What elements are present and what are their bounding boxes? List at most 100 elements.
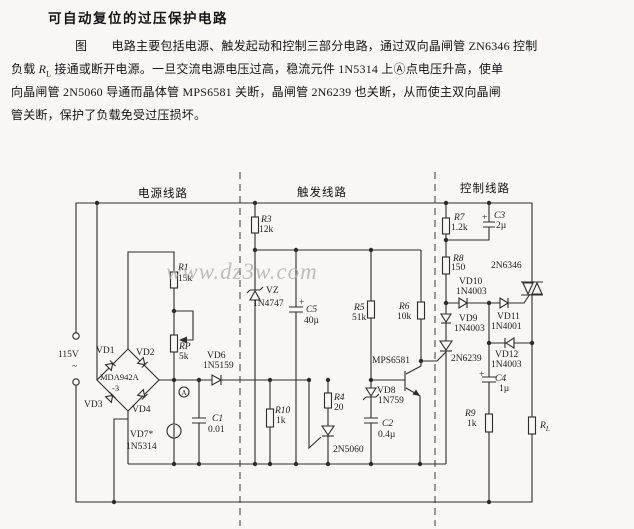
paragraph-line-2-a: 负载: [11, 62, 39, 76]
section-label-trigger: 触发线路: [297, 185, 347, 199]
label-r4-name: R4: [333, 393, 345, 403]
label-c3-plus: +: [482, 213, 487, 223]
label-c5-value: 40µ: [304, 316, 320, 326]
transistor-mps6581: MPS6581: [371, 356, 422, 464]
label-vd11-name: VD11: [497, 312, 520, 322]
label-triac: 2N6346: [491, 261, 522, 271]
triac-2n6346: 2N6346: [491, 261, 543, 417]
label-vd3: VD3: [84, 400, 103, 410]
label-r6-name: R6: [398, 302, 410, 312]
label-rl-name: R: [539, 421, 546, 431]
label-r6-value: 10k: [397, 312, 412, 322]
load-symbol: R: [38, 62, 47, 76]
label-rp-name: RP: [178, 342, 191, 352]
scr-2n5060: R4 20 2N5060: [308, 380, 364, 464]
label-c2-name: C2: [382, 419, 393, 429]
label-c2-value: 0.4µ: [378, 430, 396, 440]
label-r10-name: R10: [274, 406, 291, 416]
label-c3-value: 2µ: [496, 221, 507, 231]
label-rl-sub: L: [545, 425, 550, 433]
label-vd2: VD2: [136, 348, 155, 358]
label-r3-name: R3: [260, 215, 272, 225]
label-vz-value: 1N4747: [253, 299, 284, 309]
ac-symbol: ~: [72, 362, 77, 372]
label-c4-plus: +: [479, 370, 484, 380]
label-r8-value: 150: [451, 263, 466, 273]
label-c1-name: C1: [212, 414, 223, 424]
label-vd9-name: VD9: [459, 314, 478, 324]
label-rp-value: 5k: [179, 352, 189, 362]
label-c1-value: 0.01: [208, 425, 225, 435]
paragraph-line-1: 图 电路主要包括电源、触发起动和控制三部分电路，通过双向晶闸管 ZN6346 控…: [75, 39, 538, 53]
paragraph-line-2-b: 接通或断开电源。一旦交流电源电压过高，稳流元件 1N5314 上Ⓐ点电压升高，使…: [51, 62, 504, 76]
r5-vd8-c2-column: R5 51k VD8 1N759 C2 0.4µ: [352, 250, 404, 464]
resistor-r3: R3 12k: [250, 203, 421, 251]
capacitor-c1: C1 0.01: [192, 380, 225, 464]
label-r9-name: R9: [464, 409, 476, 419]
resistor-r10: R10 1k: [265, 380, 291, 464]
node-a-line: VD7* 1N5314 A: [126, 379, 309, 464]
junction-dots: [94, 200, 535, 505]
resistor-r8: R8 150: [441, 240, 466, 303]
label-r10-value: 1k: [276, 416, 286, 426]
label-r3-value: 12k: [259, 225, 274, 235]
label-vd1: VD1: [96, 346, 115, 356]
potentiometer-rp: RP 5k: [169, 310, 194, 380]
label-vd11-value: 1N4001: [491, 322, 522, 332]
label-r5-value: 51k: [352, 313, 367, 323]
label-r4-value: 20: [334, 403, 344, 413]
label-c4-name: C4: [495, 374, 506, 384]
point-a-marker: A: [181, 389, 186, 397]
zener-vz: VZ 1N4747: [246, 250, 284, 464]
wiring: [75, 202, 533, 503]
diode-vd12: VD12 1N4003: [488, 303, 532, 370]
label-vd8-name: VD8: [377, 386, 396, 396]
label-r8-name: R8: [452, 254, 464, 264]
label-r1-value: 15k: [178, 274, 193, 284]
load-rl: RL: [527, 416, 550, 435]
label-scr1: 2N5060: [333, 445, 364, 455]
label-vd6-name: VD6: [207, 351, 226, 361]
resistor-r6: R6 10k: [397, 250, 426, 361]
label-vd9-value: 1N4003: [454, 324, 485, 334]
vd10-vd11-line: VD10 1N4003 VD11 1N4001: [446, 277, 531, 332]
page-title: 可自动复位的过压保护电路: [48, 11, 228, 26]
label-c4-value: 1µ: [499, 384, 510, 394]
watermark: www.dz3w.com: [166, 259, 318, 284]
label-vd12-value: 1N4003: [491, 360, 522, 370]
label-vz-name: VZ: [266, 286, 279, 296]
bridge-rectifier: VD1 VD2 VD3 VD4 MDA942A -3: [84, 346, 160, 502]
label-bridge-model2: -3: [112, 383, 119, 393]
label-c5-name: C5: [306, 305, 317, 315]
label-vd6-value: 1N5159: [203, 361, 234, 371]
label-c5-plus: +: [299, 298, 304, 308]
label-q1: MPS6581: [372, 356, 410, 366]
label-vd10-value: 1N4003: [456, 287, 487, 297]
label-vd12-name: VD12: [495, 350, 518, 360]
label-scr2: 2N6239: [451, 354, 482, 364]
label-r1-name: R1: [177, 263, 189, 273]
ac-voltage-label: 115V: [58, 350, 79, 360]
section-label-control: 控制线路: [460, 181, 510, 195]
label-vd8-value: 1N759: [378, 396, 404, 406]
label-r7-name: R7: [453, 213, 466, 223]
section-label-power: 电源线路: [138, 186, 188, 200]
label-bridge-model: MDA942A: [100, 372, 140, 382]
capacitor-c5: + C5 40µ: [289, 250, 320, 464]
circuit-schematic: 电源线路 触发线路 控制线路 115V ~ VD1 VD2 VD3: [58, 172, 550, 526]
label-rl: RL: [539, 421, 550, 433]
label-r9-value: 1k: [467, 419, 477, 429]
paragraph-line-4: 管关断，保护了负载免受过压损坏。: [11, 108, 207, 122]
ac-source: 115V ~: [58, 332, 80, 386]
diode-vd6: VD6 1N5159: [203, 351, 234, 386]
load-symbol-sub: L: [46, 69, 52, 79]
label-r7-value: 1.2k: [451, 223, 468, 233]
label-vd10-name: VD10: [459, 277, 482, 287]
label-vd7-value: 1N5314: [126, 442, 157, 452]
r7-c3-group: R7 1.2k + C3 2µ: [441, 203, 507, 241]
label-vd7-name: VD7*: [130, 430, 153, 440]
paragraph-line-2: 负载 RL 接通或断开电源。一旦交流电源电压过高，稳流元件 1N5314 上Ⓐ点…: [11, 62, 503, 81]
resistor-r1: R1 15k: [127, 251, 193, 349]
label-c3-name: C3: [494, 211, 505, 221]
